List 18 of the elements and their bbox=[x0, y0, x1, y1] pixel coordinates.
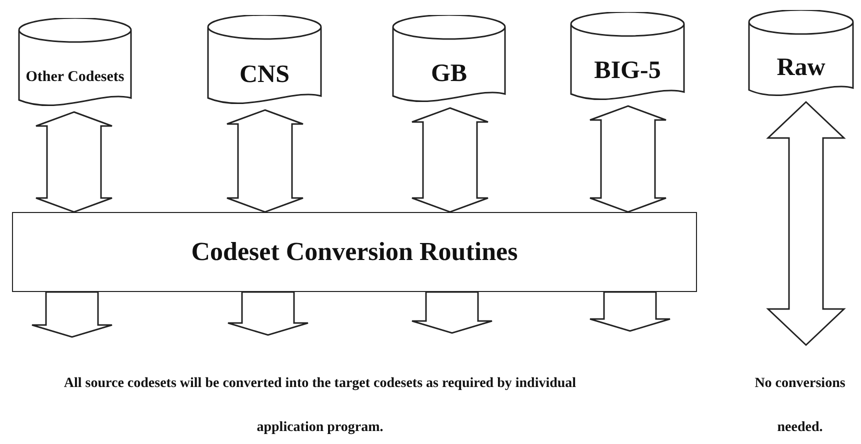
note-text: No conversions needed. bbox=[754, 375, 846, 437]
node-label: Codeset Conversion Routines bbox=[191, 238, 518, 266]
note-text: All source codesets will be converted into the target codesets as required by individual application program. bbox=[62, 375, 578, 437]
block-arrow bbox=[589, 105, 667, 213]
block-arrow bbox=[411, 291, 493, 334]
node-label: Raw bbox=[776, 54, 826, 82]
block-arrow bbox=[766, 100, 846, 346]
block-arrow bbox=[589, 291, 671, 332]
node-label: BIG-5 bbox=[594, 57, 661, 85]
node-label: Other Codesets bbox=[26, 68, 124, 87]
process-box bbox=[12, 212, 697, 292]
node-label: GB bbox=[430, 60, 468, 88]
node-label: CNS bbox=[239, 60, 290, 88]
block-arrow bbox=[411, 107, 489, 213]
block-arrow bbox=[227, 291, 309, 336]
block-arrow bbox=[35, 111, 113, 213]
block-arrow bbox=[31, 291, 113, 338]
block-arrow bbox=[226, 109, 304, 213]
